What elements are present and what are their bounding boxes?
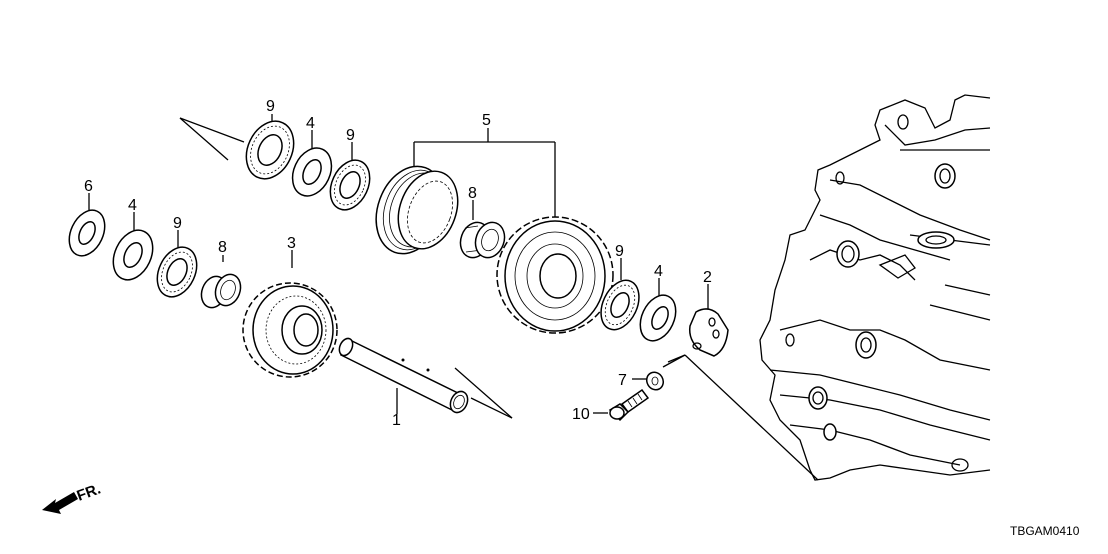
gear-large	[496, 216, 614, 334]
callout-3[interactable]: 3	[287, 235, 296, 252]
holder-2	[688, 308, 729, 357]
needle-bearing-cage-left	[200, 273, 242, 309]
callout-9-right[interactable]: 9	[615, 243, 624, 260]
bolt-10	[608, 388, 650, 422]
front-direction-indicator: FR.	[42, 481, 103, 514]
diagram-code: TBGAM0410	[1010, 524, 1080, 538]
leader-lines	[88, 114, 819, 481]
washer-6	[68, 209, 106, 257]
callout-1[interactable]: 1	[392, 412, 401, 429]
callout-10[interactable]: 10	[572, 406, 590, 423]
transmission-case	[759, 94, 991, 481]
synchro-sleeve	[375, 165, 459, 255]
callout-9-left[interactable]: 9	[173, 215, 182, 232]
needle-bearing-right	[600, 279, 640, 331]
needle-bearing-upper	[329, 159, 371, 211]
callout-7[interactable]: 7	[618, 372, 627, 389]
callouts: 9 4 9 5 8 6 4 9 8 3 1 9 4 2 7 10	[84, 98, 712, 429]
callout-5[interactable]: 5	[482, 112, 491, 129]
callout-2[interactable]: 2	[703, 269, 712, 286]
front-arrow-icon	[42, 492, 78, 514]
shaft-1	[338, 337, 469, 414]
callout-4-left[interactable]: 4	[128, 197, 137, 214]
needle-bearing-upper-left	[245, 120, 295, 180]
callout-8-upper[interactable]: 8	[468, 185, 477, 202]
thrust-washer-left	[112, 229, 154, 281]
needle-bearing-cage-upper	[459, 221, 506, 259]
callout-4-right[interactable]: 4	[654, 263, 663, 280]
callout-9-upper-left[interactable]: 9	[266, 98, 275, 115]
washer-7	[645, 371, 665, 391]
thrust-washer-right	[639, 294, 677, 342]
callout-9-upper[interactable]: 9	[346, 127, 355, 144]
callout-8-left[interactable]: 8	[218, 239, 227, 256]
thrust-washer-upper	[291, 147, 333, 197]
needle-bearing-left	[156, 246, 198, 298]
callout-6[interactable]: 6	[84, 178, 93, 195]
gear-3	[242, 282, 338, 378]
front-label: FR.	[75, 481, 104, 505]
callout-4-upper[interactable]: 4	[306, 115, 315, 132]
